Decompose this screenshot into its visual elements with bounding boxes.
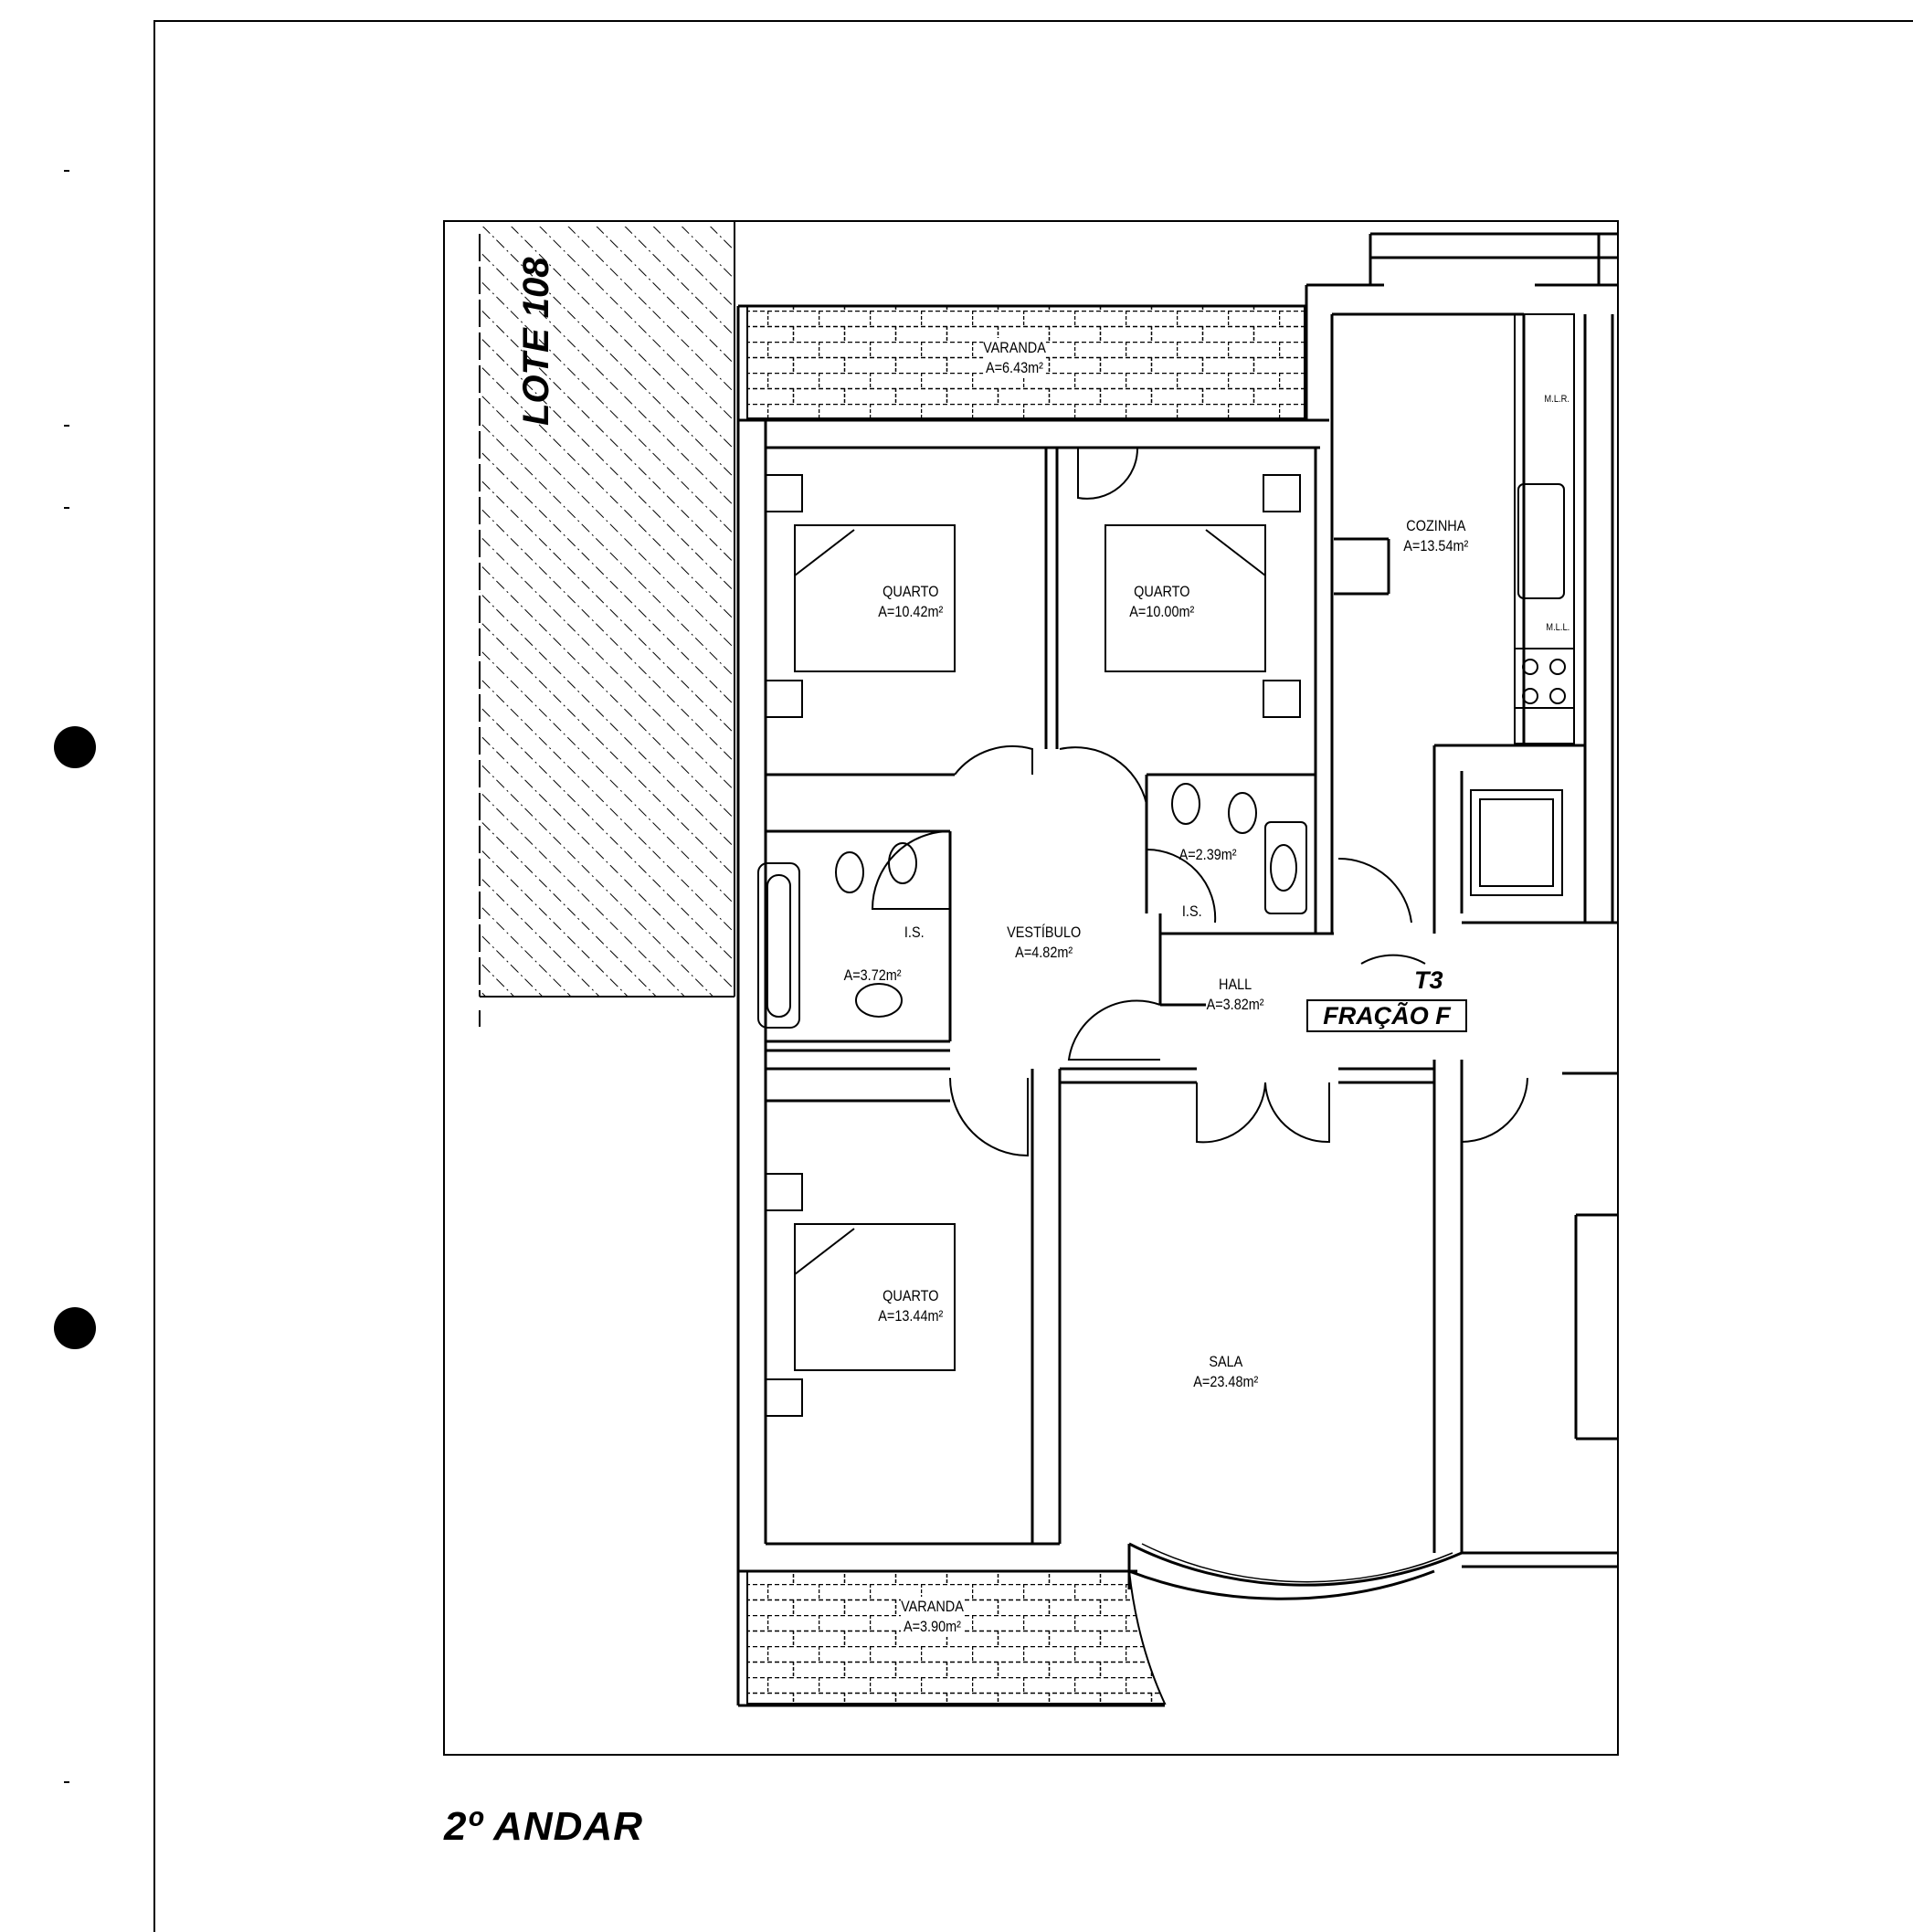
room-area: A=3.82m² [1206, 996, 1264, 1013]
room-label-varanda-south: VARANDA A=3.90m² [901, 1597, 964, 1637]
page-border-top [153, 20, 1913, 22]
scan-mark [64, 425, 69, 427]
room-label-cozinha: COZINHA A=13.54m² [1403, 516, 1468, 556]
room-label-sala: SALA A=23.48m² [1193, 1352, 1258, 1392]
room-name: COZINHA [1406, 517, 1466, 534]
room-label-varanda-north: VARANDA A=6.43m² [983, 338, 1046, 378]
scan-mark [64, 1781, 69, 1783]
fridge-label: M.L.R. [1544, 394, 1570, 405]
furniture [757, 313, 1575, 1417]
room-area: A=3.90m² [903, 1618, 961, 1635]
room-label-is-small-name: I.S. [1182, 902, 1202, 922]
drawing-frame [443, 220, 1619, 1756]
unit-typology: T3 [1414, 966, 1443, 994]
room-name: I.S. [1181, 903, 1202, 920]
scan-mark [64, 170, 69, 172]
binder-hole-lower [54, 1307, 96, 1349]
page-border-left [153, 20, 155, 1932]
door-swings [871, 447, 1528, 1157]
room-label-is-small: A=2.39m² [1179, 845, 1237, 865]
binder-hole-upper [54, 726, 96, 768]
room-name: VARANDA [983, 339, 1046, 356]
room-label-vestibulo: VESTÍBULO A=4.82m² [1007, 923, 1081, 963]
room-name: QUARTO [883, 583, 939, 600]
room-name: VESTÍBULO [1007, 924, 1082, 941]
varanda-south-floor [746, 1570, 1167, 1705]
room-label-is-large-name: I.S. [904, 923, 925, 943]
room-name: VARANDA [901, 1598, 964, 1615]
room-area: A=10.42m² [878, 603, 944, 620]
room-name: QUARTO [1134, 583, 1190, 600]
room-area: A=13.44m² [878, 1307, 944, 1325]
scan-mark [64, 507, 69, 509]
room-name: I.S. [904, 924, 925, 941]
room-area: A=6.43m² [985, 359, 1043, 376]
floor-title: 2º ANDAR [444, 1804, 644, 1849]
room-name: QUARTO [883, 1287, 939, 1304]
room-label-is-large: A=3.72m² [844, 966, 902, 986]
adjacent-lot-hatch [479, 221, 735, 1027]
room-label-hall: HALL A=3.82m² [1207, 975, 1264, 1015]
room-area: A=23.48m² [1193, 1373, 1259, 1390]
room-area: A=10.00m² [1129, 603, 1195, 620]
sala-bay-window [1127, 1542, 1463, 1600]
room-label-quarto-nw: QUARTO A=10.42m² [878, 582, 943, 622]
room-area: A=2.39m² [1178, 846, 1237, 863]
room-label-quarto-ne: QUARTO A=10.00m² [1129, 582, 1194, 622]
room-area: A=13.54m² [1403, 537, 1469, 554]
room-name: SALA [1209, 1353, 1243, 1370]
room-name: HALL [1219, 976, 1252, 993]
adjacent-lot-label: LOTE 108 [516, 257, 556, 426]
room-area: A=3.72m² [843, 966, 902, 984]
room-area: A=4.82m² [1015, 944, 1073, 961]
unit-fraction-label: FRAÇÃO F [1306, 999, 1467, 1032]
dishwasher-label: M.L.L. [1546, 622, 1570, 633]
room-label-quarto-sw: QUARTO A=13.44m² [878, 1286, 943, 1326]
